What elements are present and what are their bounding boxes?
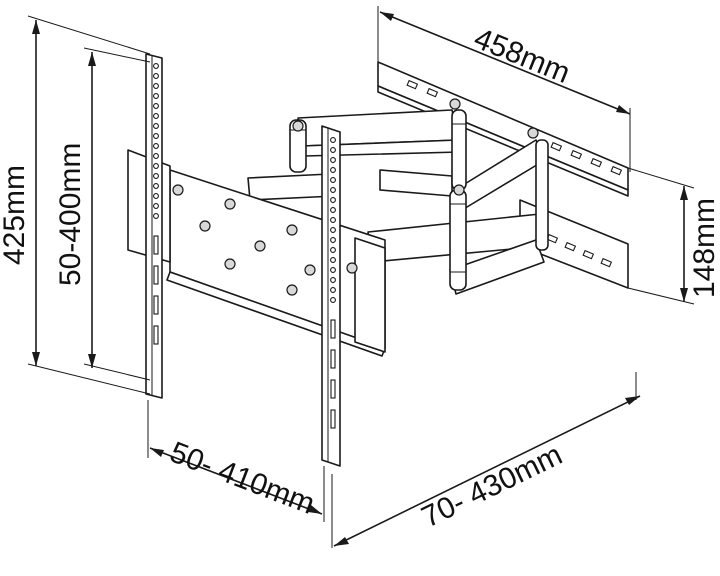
bracket-hole	[330, 257, 336, 263]
bracket-hole	[330, 157, 336, 163]
bracket-hole	[153, 93, 159, 99]
bracket-hole	[153, 183, 159, 189]
screw-icon	[304, 264, 316, 276]
bracket-hole	[330, 147, 336, 153]
bracket-hole	[330, 177, 336, 183]
dimension-vesa-horizontal: 50- 410mm	[147, 400, 325, 522]
bracket-hole	[330, 197, 336, 203]
arm-pivot-bolt-icon	[292, 120, 304, 132]
bracket-hole	[153, 213, 159, 219]
bracket-slot	[153, 295, 159, 315]
bracket-hole	[153, 133, 159, 139]
bracket-hole	[330, 207, 336, 213]
screw-icon	[199, 220, 211, 232]
bracket-hole	[153, 143, 159, 149]
dimension-label: 50- 410mm	[165, 436, 318, 521]
screw-icon	[286, 284, 298, 296]
bracket-hole	[330, 297, 336, 303]
bracket-slot	[330, 349, 336, 369]
wall-plate-bolt-icon	[527, 127, 539, 139]
bracket-hole	[330, 287, 336, 293]
dimension-label: 50-400mm	[54, 143, 87, 286]
bracket-slot	[153, 235, 159, 255]
tv-bracket-left	[145, 53, 163, 399]
bracket-slot	[330, 319, 336, 339]
bracket-hole	[153, 63, 159, 69]
bracket-hole	[153, 83, 159, 89]
screw-icon	[224, 198, 236, 210]
bracket-hole	[330, 267, 336, 273]
bracket-slot	[153, 265, 159, 285]
bracket-hole	[153, 173, 159, 179]
dimension-label: 70- 430mm	[417, 438, 568, 534]
dimension-label: 458mm	[469, 22, 574, 90]
bracket-hole	[330, 277, 336, 283]
screw-icon	[346, 262, 358, 274]
dimension-wall-plate-height: 148mm	[627, 167, 720, 305]
arm-pivot-bolt-icon	[453, 184, 465, 196]
adapter-screws	[172, 184, 358, 296]
bracket-hole	[330, 227, 336, 233]
bracket-hole	[153, 163, 159, 169]
bracket-hole	[153, 123, 159, 129]
bracket-hole	[153, 193, 159, 199]
dimension-extension: 70- 430mm	[331, 372, 641, 548]
screw-icon	[254, 240, 266, 252]
bracket-hole	[330, 237, 336, 243]
screw-icon	[286, 224, 298, 236]
bracket-slot	[153, 325, 159, 345]
bracket-hole	[153, 153, 159, 159]
bracket-hole	[330, 217, 336, 223]
wall-plate-bolt-icon	[449, 98, 461, 110]
screw-icon	[224, 258, 236, 270]
wall-plate-slots	[406, 79, 623, 268]
dimension-vesa-vertical: 50-400mm	[54, 47, 151, 381]
screw-icon	[172, 184, 184, 196]
bracket-hole	[330, 247, 336, 253]
dimension-label: 148mm	[688, 198, 720, 298]
tv-bracket-right	[321, 125, 341, 467]
bracket-hole	[153, 103, 159, 109]
bracket-hole	[330, 187, 336, 193]
dimension-label: 425mm	[0, 165, 31, 265]
dimension-height-overall: 425mm	[0, 15, 151, 395]
bracket-slot	[330, 379, 336, 399]
bracket-hole	[330, 167, 336, 173]
bracket-hole	[153, 73, 159, 79]
bracket-hole	[153, 203, 159, 209]
bracket-hole	[330, 137, 336, 143]
bracket-hole	[153, 113, 159, 119]
bracket-slot	[330, 409, 336, 429]
